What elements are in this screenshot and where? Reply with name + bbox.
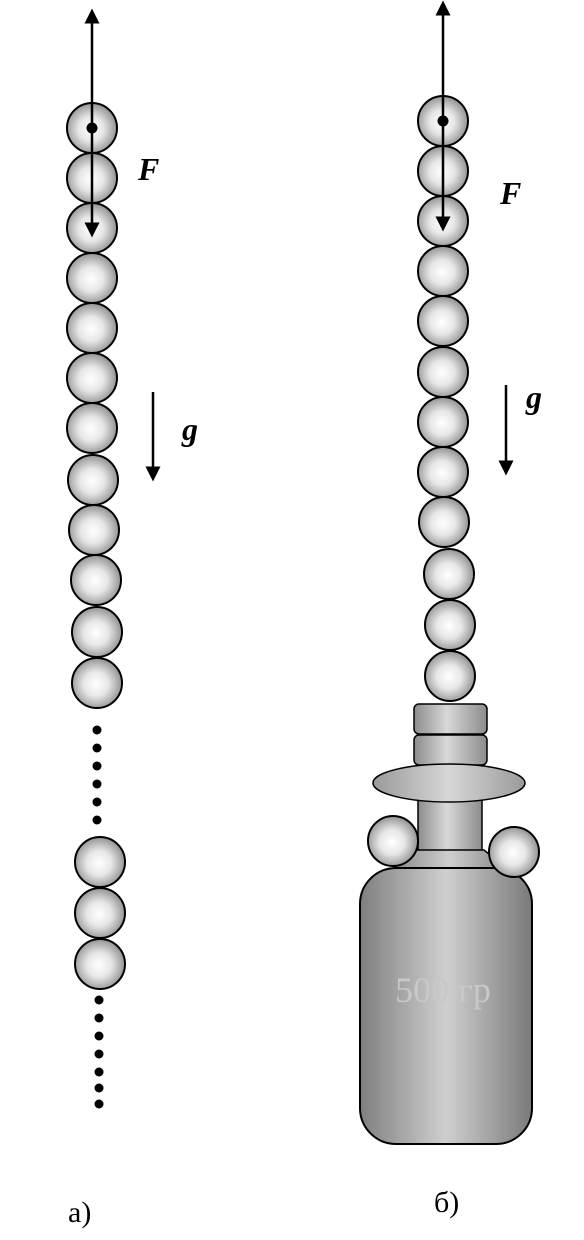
chain-bead xyxy=(417,396,469,448)
panel-a: F g а) xyxy=(66,8,198,1229)
weight-body xyxy=(359,867,533,1145)
weight-label: 500 гр xyxy=(395,970,491,1010)
force-label: F xyxy=(499,175,521,211)
chain-bead xyxy=(66,302,118,354)
ellipsis-dots-lower xyxy=(94,995,104,1109)
chain-bead xyxy=(74,836,126,888)
chain-bead xyxy=(417,245,469,297)
side-ball-right xyxy=(488,826,540,878)
panel-a-chain xyxy=(66,102,123,709)
force-origin-dot xyxy=(86,122,98,134)
ellipsis-dots-upper xyxy=(92,725,102,825)
chain-bead xyxy=(74,938,126,990)
chain-bead xyxy=(418,496,470,548)
weight-neck xyxy=(417,795,483,852)
panel-b-caption: б) xyxy=(434,1186,459,1219)
chain-bead xyxy=(417,346,469,398)
chain-bead xyxy=(67,454,119,506)
chain-bead xyxy=(66,252,118,304)
gravity-label: g xyxy=(181,411,198,447)
force-label: F xyxy=(137,151,159,187)
weight-disc xyxy=(372,763,526,803)
chain-bead xyxy=(417,295,469,347)
panel-a-chain-lower xyxy=(74,836,126,990)
panel-a-caption: а) xyxy=(68,1196,91,1229)
chain-bead xyxy=(424,599,476,651)
panel-b-chain xyxy=(417,95,476,702)
chain-bead xyxy=(66,352,118,404)
hook-block-top xyxy=(413,703,488,735)
chain-bead xyxy=(424,650,476,702)
hook-block-bottom xyxy=(413,734,488,766)
weight-500g: 500 гр xyxy=(359,703,540,1145)
force-origin-dot xyxy=(437,115,449,127)
panel-b: F g 500 гр б) xyxy=(359,0,542,1219)
chain-bead xyxy=(417,446,469,498)
chain-bead xyxy=(66,402,118,454)
chain-bead xyxy=(71,606,123,658)
chain-bead xyxy=(68,504,120,556)
chain-bead xyxy=(71,657,123,709)
chain-bead xyxy=(70,554,122,606)
chain-bead xyxy=(423,548,475,600)
side-ball-left xyxy=(367,815,419,867)
chain-bead xyxy=(74,887,126,939)
gravity-label: g xyxy=(525,379,542,415)
